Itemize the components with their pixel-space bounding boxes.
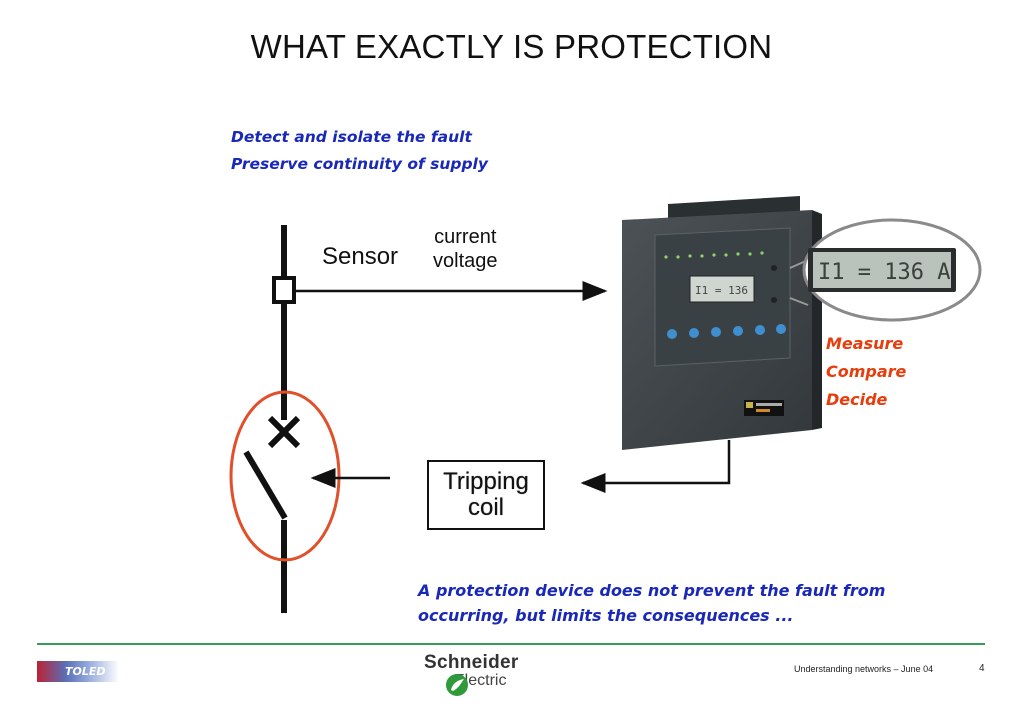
- relay-led-row: [664, 251, 764, 259]
- breaker-highlight-circle: [229, 390, 341, 562]
- svg-text:I1 = 136: I1 = 136: [695, 284, 748, 297]
- relay-keypad: [667, 324, 786, 339]
- tripping-coil-box: Tripping coil: [427, 460, 545, 530]
- breaker-cross-icon: [267, 415, 301, 449]
- measured-quantities: current voltage: [433, 225, 498, 273]
- protection-relay: I1 = 136: [622, 196, 822, 450]
- breaker-contact-blade: [243, 450, 288, 520]
- sensor-symbol: [272, 276, 296, 304]
- function-compare: Compare: [826, 362, 907, 381]
- quantity-voltage: voltage: [433, 250, 498, 272]
- relay-small-screen: [689, 275, 755, 303]
- schneider-electric-logo: Schneider Electric: [424, 652, 544, 690]
- footer-caption: Understanding networks – June 04: [794, 664, 934, 674]
- zoomed-display-reading: I1 = 136 A: [818, 260, 950, 285]
- page-number: 4: [979, 663, 985, 674]
- tripping-coil-label: Tripping: [443, 468, 529, 495]
- goal-item: Preserve continuity of supply: [231, 155, 488, 173]
- note-line: A protection device does not prevent the…: [418, 581, 886, 600]
- relay-output-wire: [580, 440, 731, 493]
- quantity-current: current: [434, 226, 497, 248]
- function-decide: Decide: [826, 390, 888, 409]
- slide-title: WHAT EXACTLY IS PROTECTION: [250, 28, 773, 65]
- toled-logo: TOLED: [37, 661, 119, 682]
- brand-name: Schneider: [424, 652, 519, 673]
- relay-functions: Measure Compare Decide: [826, 330, 906, 414]
- goal-item: Detect and isolate the fault: [231, 128, 472, 146]
- protection-note: A protection device does not prevent the…: [418, 578, 885, 628]
- schneider-leaf-icon: [446, 674, 468, 696]
- sensor-label: Sensor: [322, 243, 399, 270]
- footer-divider: [37, 643, 985, 645]
- function-measure: Measure: [826, 334, 904, 353]
- protection-goals: Detect and isolate the fault Preserve co…: [231, 124, 488, 178]
- tripping-coil-label: coil: [467, 494, 504, 521]
- note-line: occurring, but limits the consequences .…: [418, 606, 794, 625]
